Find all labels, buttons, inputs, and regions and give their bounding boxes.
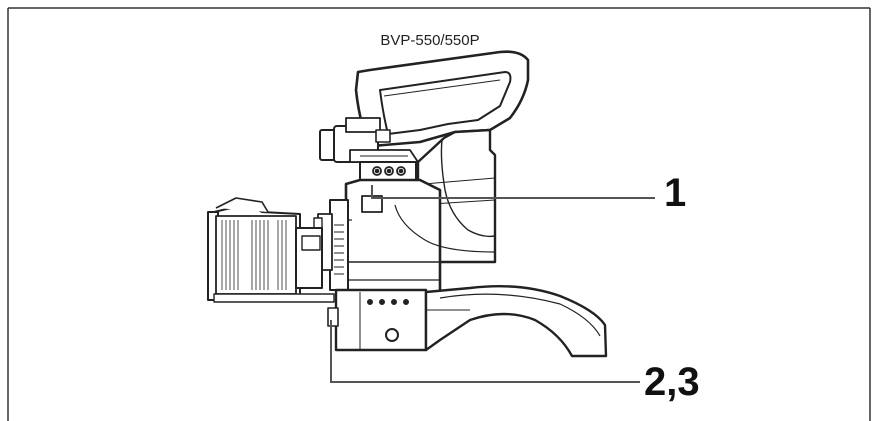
model-title: BVP-550/550P — [380, 32, 480, 49]
leader-line-1 — [371, 185, 655, 199]
callout-label-1: 1 — [664, 171, 687, 215]
carry-handle — [354, 50, 530, 148]
leader-line-2-3 — [330, 320, 640, 383]
lens-mount — [313, 199, 349, 291]
shoulder-pad — [424, 285, 608, 358]
viewfinder — [319, 117, 419, 185]
leader-lines — [330, 185, 655, 383]
callout-label-2-3: 2,3 — [644, 360, 700, 404]
lower-panel — [327, 288, 428, 352]
zoom-lens — [207, 197, 335, 303]
